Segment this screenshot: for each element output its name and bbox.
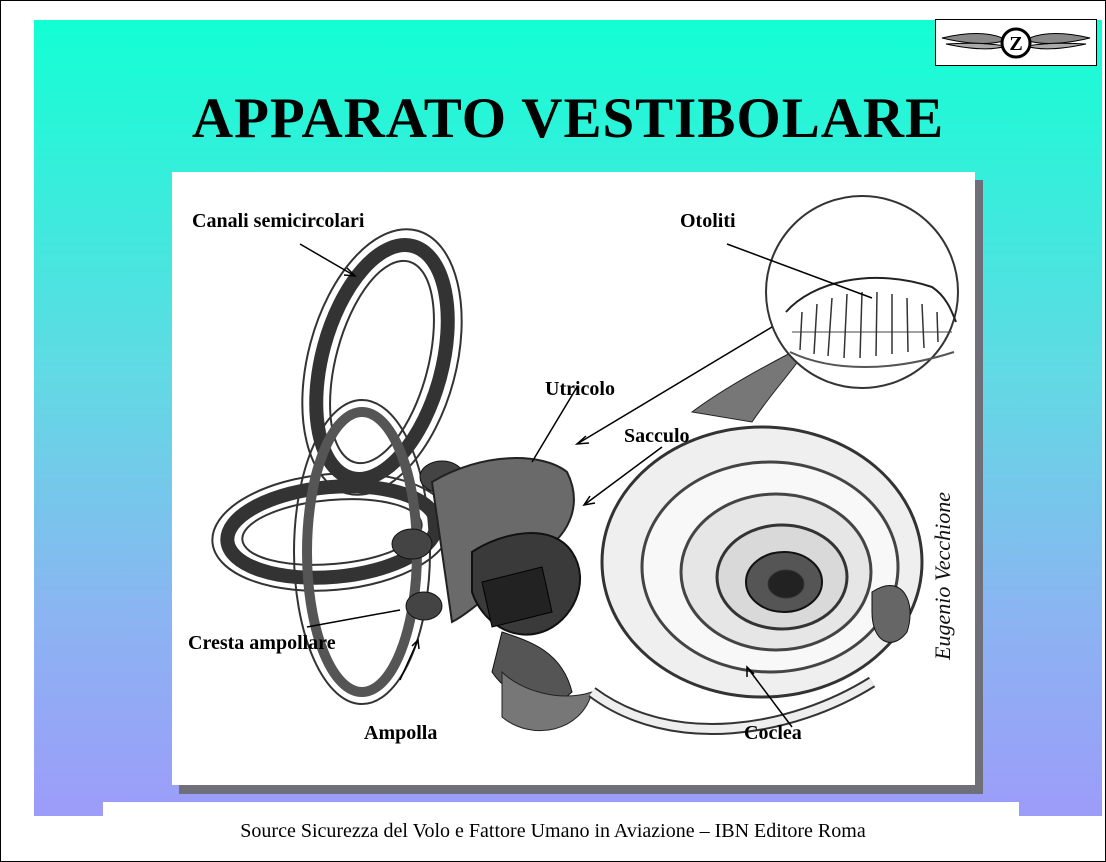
inner-ear-illustration <box>172 172 975 785</box>
label-utricolo: Utricolo <box>545 378 615 401</box>
label-otoliti: Otoliti <box>680 210 736 233</box>
semicircular-canals-drawing <box>207 211 488 704</box>
inner-ear-figure: Canali semicircolari Otoliti Utricolo Sa… <box>172 172 975 785</box>
label-canali-semicircolari: Canali semicircolari <box>192 210 364 233</box>
label-cresta-ampollare: Cresta ampollare <box>188 632 336 655</box>
vestibule-drawing <box>432 458 592 731</box>
logo-letter: Z <box>1009 33 1022 55</box>
otoliths-inset-drawing <box>766 196 958 388</box>
winged-logo-icon: Z <box>936 20 1096 65</box>
source-caption: Source Sicurezza del Volo e Fattore Uman… <box>0 820 1106 843</box>
slide-title: APPARATO VESTIBOLARE <box>34 90 1102 147</box>
artist-signature: Eugenio Vecchione <box>930 492 956 660</box>
logo-badge: Z <box>935 19 1097 66</box>
label-sacculo: Sacculo <box>624 425 690 448</box>
cochlea-drawing <box>592 342 922 729</box>
label-coclea: Coclea <box>744 722 802 745</box>
label-ampolla: Ampolla <box>364 722 437 745</box>
